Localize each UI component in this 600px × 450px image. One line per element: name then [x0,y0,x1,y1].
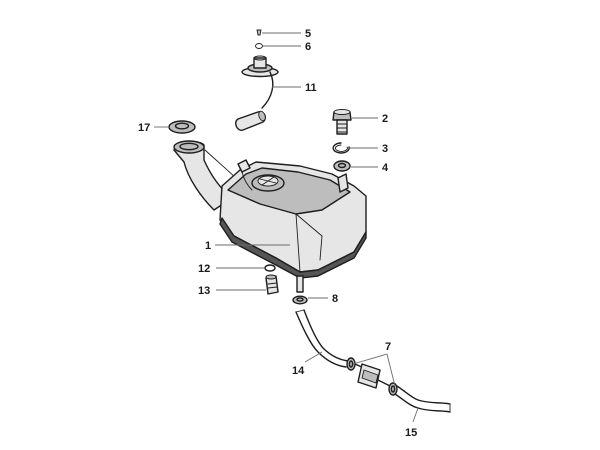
fuel-tap-part-13 [265,274,279,295]
callout-5: 5 [305,28,311,40]
leader-14 [304,351,323,363]
o-ring-part-12 [264,264,276,272]
fuel-sender-part-11 [235,55,279,131]
fuel-tank-part-1 [173,140,367,293]
callout-1: 1 [205,240,211,252]
inline-filter-part-7 [346,357,398,396]
bolt-part-2 [332,109,352,135]
callout-17: 17 [138,122,150,134]
leader-lines [154,32,419,423]
filler-ring-part-17 [168,120,196,134]
callout-7: 7 [385,341,391,353]
callout-8: 8 [332,293,338,305]
washer-part-4 [333,160,351,172]
callout-4: 4 [382,162,389,174]
callout-14: 14 [292,365,305,377]
callout-numbers: 5 6 11 17 2 3 4 1 12 13 8 7 14 15 [138,28,417,439]
hose-clamp-part-8 [292,295,308,305]
fuel-hose-part-14 [295,309,349,368]
callout-11: 11 [305,82,317,94]
screw-part-5 [256,29,262,36]
split-ring-part-3 [332,142,350,154]
leader-7a [352,353,388,365]
callout-6: 6 [305,41,311,53]
leader-7b [386,353,396,387]
callout-12: 12 [198,263,210,275]
leader-15 [412,407,419,423]
callout-13: 13 [198,285,210,297]
callout-3: 3 [382,143,388,155]
washer-part-6 [255,43,263,49]
callout-2: 2 [382,113,388,125]
outlet-hose-part-15 [394,385,451,413]
callout-15: 15 [405,427,417,439]
